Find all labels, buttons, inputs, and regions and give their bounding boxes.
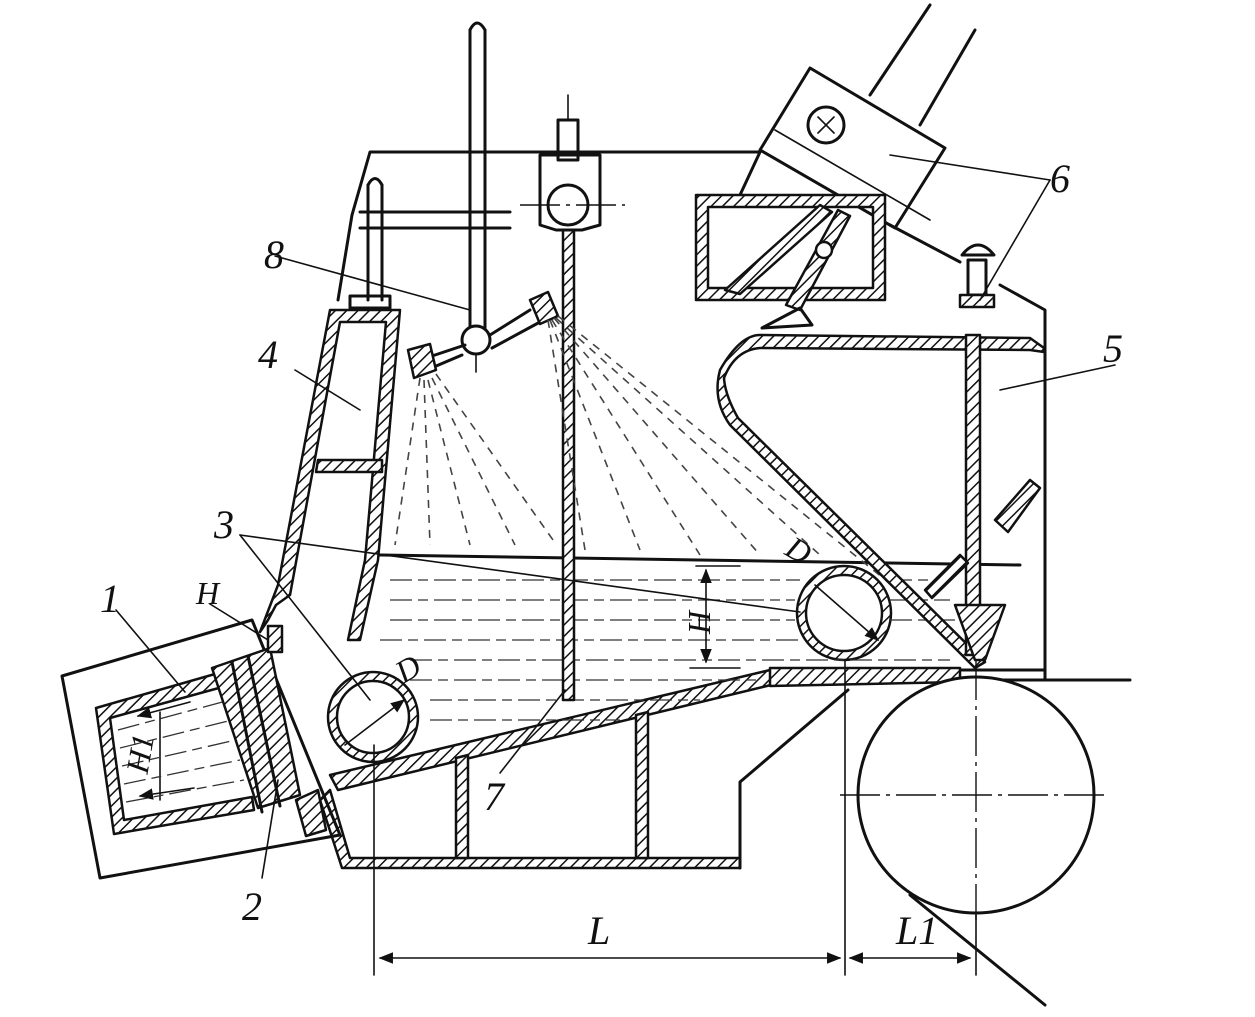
label-H1: H1 (119, 731, 161, 777)
label-L1: L1 (895, 908, 938, 953)
part-labels: 1 2 3 4 5 6 7 8 H H H1 D D L L1 (100, 156, 1123, 953)
label-7: 7 (484, 774, 506, 819)
label-L: L (587, 908, 610, 953)
distributor-roll-right (795, 564, 893, 662)
breast-roll (840, 660, 1110, 1007)
liquid-in-chamber (378, 553, 1022, 721)
label-1: 1 (100, 576, 120, 621)
housing-outline (336, 150, 1047, 682)
actuator-6 (694, 3, 977, 330)
baffle-plate-7 (520, 94, 625, 702)
label-4: 4 (258, 332, 278, 377)
chamber-4-wall (258, 294, 402, 642)
lip-chamber-5 (716, 243, 1046, 670)
label-5: 5 (1103, 326, 1123, 371)
label-H-small: H (195, 575, 221, 611)
label-8: 8 (264, 232, 284, 277)
shower-pipe-8 (358, 21, 560, 380)
label-2: 2 (242, 884, 262, 929)
label-3: 3 (213, 502, 234, 547)
tube-bank-2 (210, 624, 328, 838)
dimension-lines (373, 565, 977, 976)
inlet-manifold-1 (60, 618, 342, 880)
distributor-roll-left (326, 670, 420, 764)
leader-lines (115, 154, 1116, 879)
label-6: 6 (1050, 156, 1070, 201)
label-H: H (681, 609, 717, 635)
liquid-in-manifold (117, 699, 245, 803)
spray-jets (394, 315, 961, 641)
label-D-right: D (779, 528, 818, 571)
